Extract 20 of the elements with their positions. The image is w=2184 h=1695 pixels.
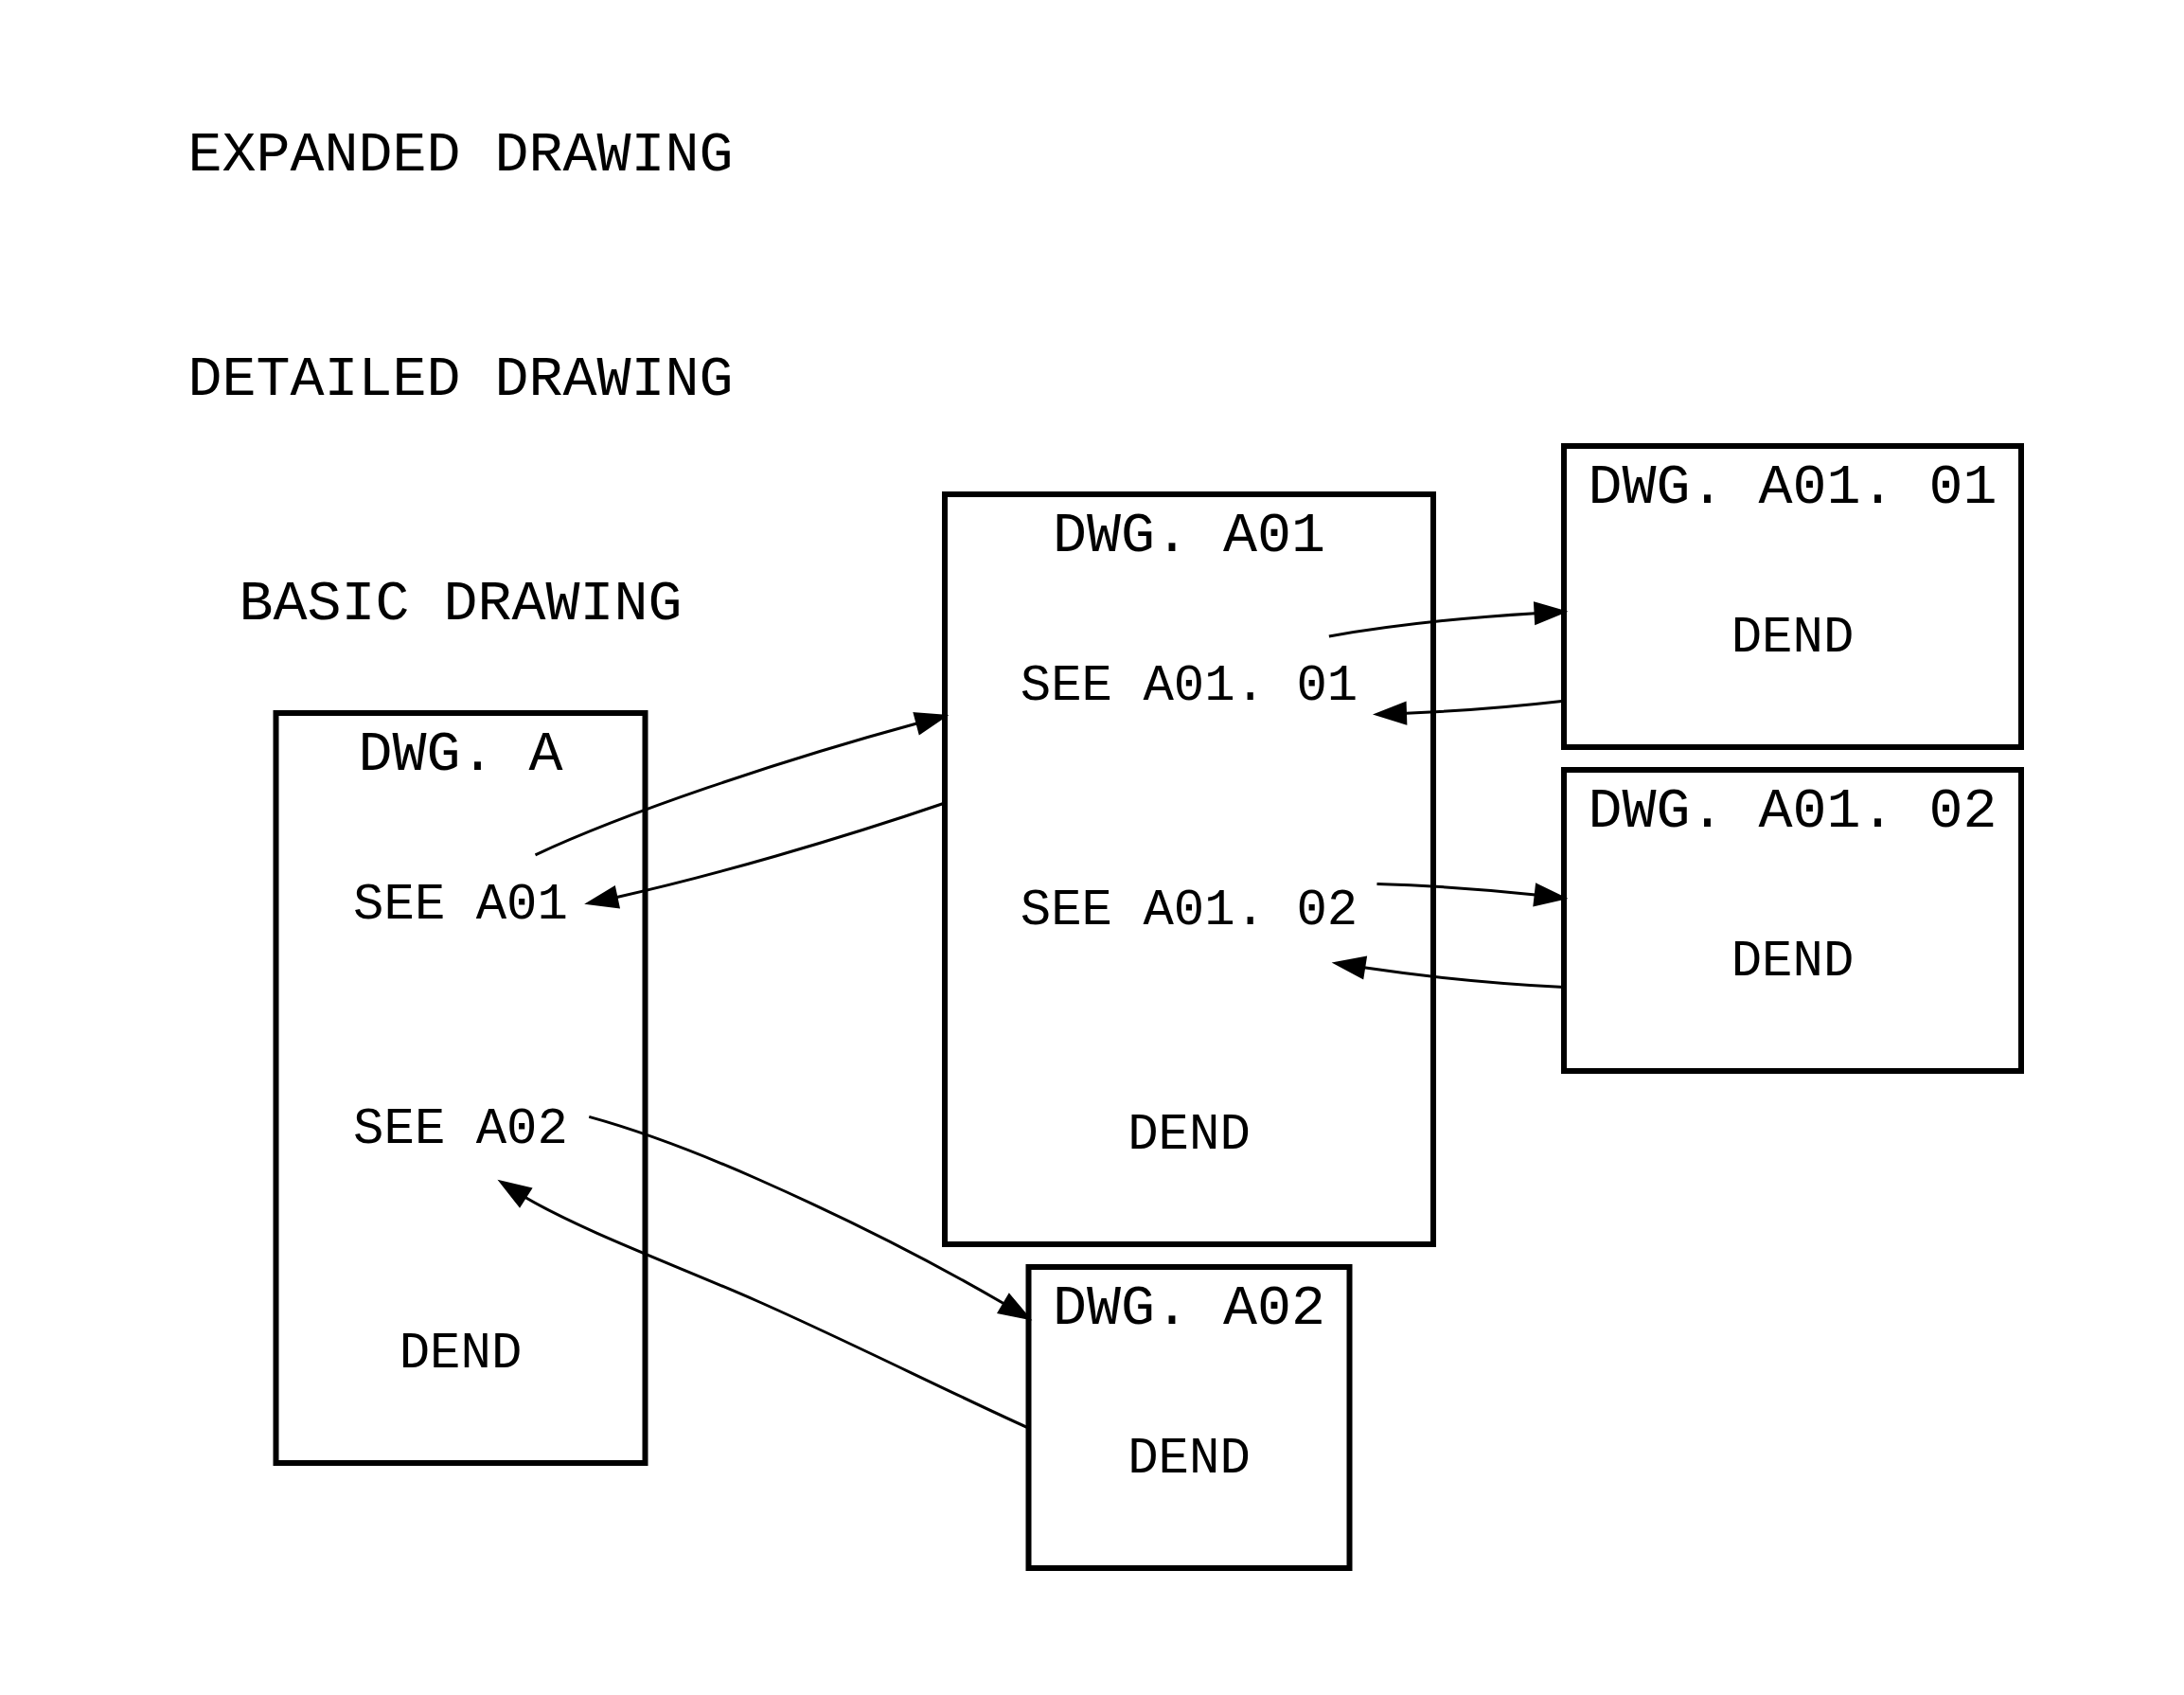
arrow — [1376, 882, 1568, 906]
node-text: SEE A01. 01 — [1020, 656, 1358, 715]
arrow — [1328, 600, 1569, 637]
label: DETAILED DRAWING — [186, 347, 734, 412]
node-text: DEND — [399, 1324, 522, 1383]
node-text: SEE A01. 02 — [1020, 881, 1358, 939]
label: BASIC DRAWING — [238, 571, 683, 636]
node-text: DEND — [1127, 1429, 1251, 1488]
node-text: DEND — [1731, 932, 1854, 990]
arrow — [534, 711, 949, 856]
node-text: SEE A02 — [352, 1099, 568, 1158]
arrow — [1331, 955, 1564, 989]
arrow — [496, 1179, 1029, 1429]
node-text: SEE A01 — [352, 875, 568, 934]
arrow — [1372, 699, 1564, 725]
arrow — [588, 1115, 1032, 1321]
label: EXPANDED DRAWING — [186, 122, 734, 187]
node-text: DEND — [1731, 608, 1854, 667]
arrow — [583, 801, 945, 909]
node-text: DEND — [1127, 1105, 1251, 1164]
